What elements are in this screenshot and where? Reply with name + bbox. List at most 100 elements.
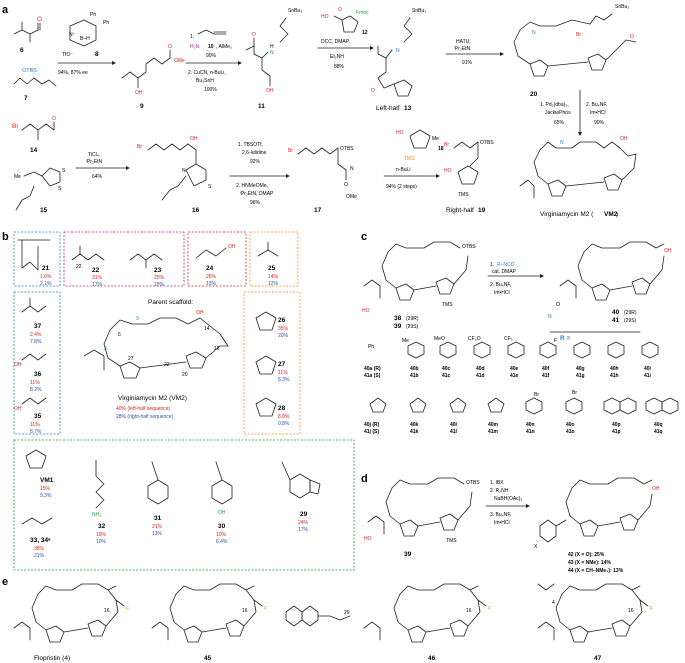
svg-text:21%: 21% [152,524,163,530]
svg-text:90%: 90% [206,53,217,59]
panel-e: F 16 Flopristin (4) F 16 45 [13,583,653,662]
svg-text:21: 21 [42,265,50,272]
svg-text:40o: 40o [566,422,575,428]
svg-text:16: 16 [104,608,110,614]
svg-text:3: 3 [104,346,107,352]
svg-text:TMS: TMS [404,156,415,162]
svg-text:31: 31 [154,515,162,522]
svg-text:Br: Br [137,144,142,150]
svg-text:9.3%: 9.3% [40,493,52,499]
substituent-labels-row-1: 40a (R) 41a (S) 40b 41b 40c 41c 40d 41d … [364,366,652,379]
svg-text:N: N [182,168,186,174]
compound-39: OTBS HO TMS 39 [364,477,480,558]
svg-text:13: 13 [404,105,412,112]
svg-text:F: F [126,606,129,612]
svg-text:B–H: B–H [80,36,90,42]
svg-text:OH: OH [190,136,198,142]
svg-text:OTBS: OTBS [22,68,37,74]
svg-text:40a (R): 40a (R) [364,366,381,372]
svg-text:94% (2 steps): 94% (2 steps) [386,184,417,190]
svg-text:35%: 35% [278,326,289,332]
compound-9: O OMe OH 9 [121,44,185,110]
svg-text:3. Bu₄NF,: 3. Bu₄NF, [490,512,511,518]
svg-text:2. Bu₄NF,: 2. Bu₄NF, [490,282,511,288]
analog-box-35-37 [13,291,61,435]
svg-text:24: 24 [206,265,214,272]
svg-text:HO: HO [364,536,372,542]
svg-text:n-BuLi: n-BuLi [396,167,410,173]
svg-text:ⁱPr₂EtN, DMAP: ⁱPr₂EtN, DMAP [240,190,274,197]
panel-a: O 6 OTBS 7 Ph Ph B–H N⁺ TfO⁻ 8 94%, 87% … [12,4,637,218]
svg-text:F: F [488,606,491,612]
compound-6: O 6 [13,16,42,54]
svg-text:2. HNMeOMe,: 2. HNMeOMe, [236,183,268,189]
svg-text:40g: 40g [576,366,585,372]
svg-text:O: O [630,34,634,40]
svg-text:Br: Br [444,142,449,148]
compound-40-41: OH O N 40 (29R) 41 (29S) [548,241,672,324]
svg-text:H: H [270,44,274,50]
svg-text:40i: 40i [644,366,652,372]
analog-box-21 [13,231,61,287]
compound-42-44: OH X 42 (X = O): 25% 43 (X = NMe): 14% 4… [534,477,660,574]
svg-text:O: O [168,44,172,50]
svg-text:41n: 41n [526,429,535,435]
svg-text:47: 47 [594,655,602,662]
analog-box-22-23 [63,231,185,287]
svg-text:1. Pd₂(dba)₃,: 1. Pd₂(dba)₃, [540,102,569,108]
svg-text:TfO⁻: TfO⁻ [62,52,73,58]
substituent-row-1: Me MeO CF₃O CF₃ F [402,336,659,359]
compound-flopristin: F 16 Flopristin (4) [13,583,129,662]
svg-text:2.1%: 2.1% [40,281,52,287]
analog-box-25 [249,231,299,287]
svg-text:S: S [208,184,212,190]
svg-text:OH: OH [196,310,204,316]
svg-text:Parent scaffold:: Parent scaffold: [148,299,193,306]
compound-47: 4 F 16 47 [537,583,653,662]
svg-text:100%: 100% [204,87,217,93]
svg-text:38%: 38% [34,546,45,552]
svg-text:19: 19 [478,207,486,214]
svg-text:X: X [534,544,538,550]
svg-text:39: 39 [394,323,402,330]
svg-text:N: N [560,140,564,146]
svg-text:25: 25 [268,265,276,272]
svg-text:Im•HCl: Im•HCl [590,110,606,116]
svg-text:24%: 24% [298,520,309,526]
svg-text:40p: 40p [612,422,621,428]
svg-text:OH: OH [228,244,236,250]
svg-text:27: 27 [278,361,286,368]
svg-text:16: 16 [192,207,200,214]
svg-text:OH: OH [652,486,660,492]
svg-text:OMe: OMe [174,58,185,64]
svg-text:TMS: TMS [458,192,469,198]
svg-text:R–NCO: R–NCO [497,262,515,268]
svg-text:92%: 92% [250,159,261,165]
svg-text:H₂N: H₂N [190,44,200,50]
svg-text:40n: 40n [526,422,535,428]
svg-text:41q: 41q [654,429,663,435]
svg-text:ⁱPr₂EtN: ⁱPr₂EtN [86,158,103,165]
svg-text:O: O [556,302,560,308]
svg-text:8.2%: 8.2% [30,387,42,393]
panel-d: OTBS HO TMS 39 1. IBX 2. R₂NH NaBH(OAc)₃… [364,477,660,574]
svg-text:, AlMe₃: , AlMe₃ [216,44,232,50]
svg-text:Fmoc: Fmoc [356,10,369,16]
reagent-12: HO Fmoc O 12 [321,7,369,36]
svg-text:Im•HCl: Im•HCl [494,520,510,526]
svg-text:CF₃: CF₃ [504,336,513,342]
svg-text:43 (X = NMe): 14%: 43 (X = NMe): 14% [568,560,611,566]
svg-text:12%: 12% [268,281,279,287]
svg-text:2. CuCN, n-BuLi,: 2. CuCN, n-BuLi, [188,70,226,76]
svg-text:41h: 41h [610,373,619,379]
svg-text:OMe: OMe [346,194,357,200]
svg-text:Br: Br [576,32,581,38]
svg-text:5: 5 [118,332,121,338]
svg-text:11: 11 [258,103,265,110]
svg-text:33, 34ᵃ: 33, 34ᵃ [30,537,51,544]
svg-text:20: 20 [182,372,188,378]
svg-text:Br: Br [12,123,19,130]
svg-text:20: 20 [530,91,538,98]
svg-text:40j (R): 40j (R) [364,422,380,428]
svg-text:O: O [252,32,256,38]
